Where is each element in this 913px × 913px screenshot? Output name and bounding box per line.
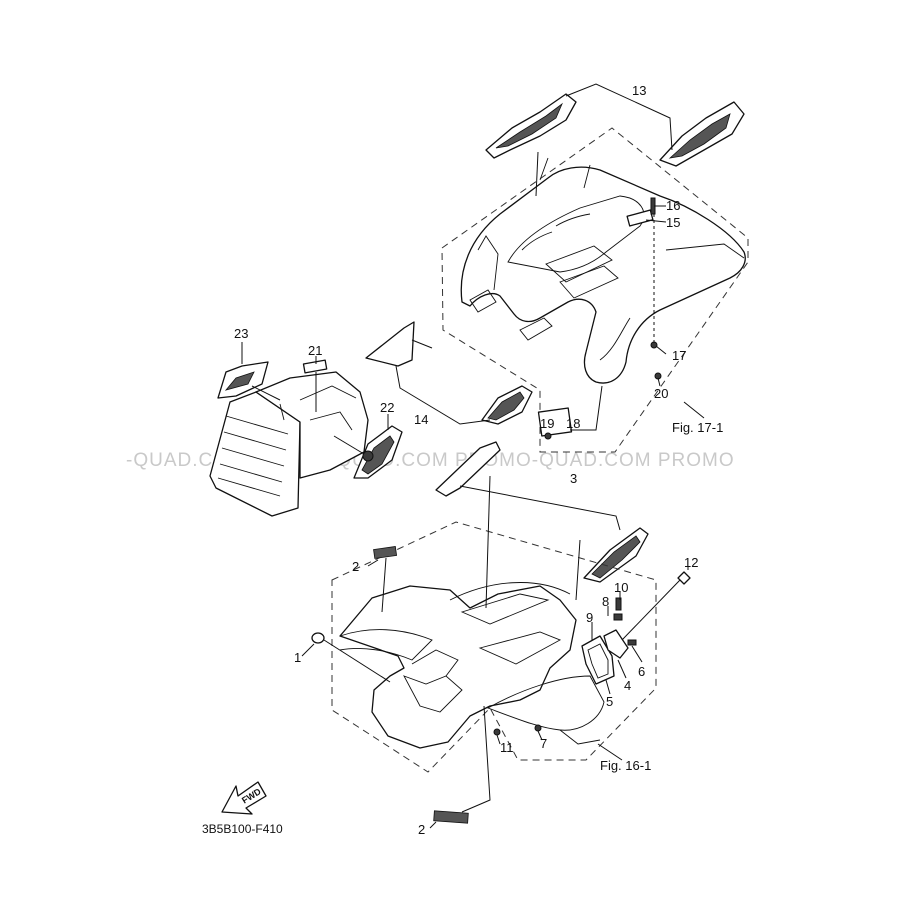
callout-21: 21 [308,343,322,358]
callout-17: 17 [672,348,686,363]
front-fender [339,582,605,749]
callout-6: 6 [638,664,645,679]
callout-9: 9 [586,610,593,625]
leader-lines [241,83,705,829]
decal-13-right [659,101,745,167]
inner-fender-23 [209,371,369,517]
callout-15: 15 [666,215,680,230]
callout-2-top: 2 [352,559,359,574]
callout-23: 23 [234,326,248,341]
fig-ref-16-1: Fig. 16-1 [600,758,651,773]
callout-12: 12 [684,555,698,570]
callout-16: 16 [666,198,680,213]
callout-3: 3 [570,471,577,486]
strip-3 [435,441,649,583]
flap-14 [365,321,533,425]
plate-15 [626,209,654,227]
callout-18: 18 [566,416,580,431]
callout-1: 1 [294,650,301,665]
callout-10: 10 [614,580,628,595]
decal-22 [353,425,403,479]
callout-8: 8 [602,594,609,609]
callout-2-bottom: 2 [418,822,425,837]
front-fender-boundary [331,521,657,773]
decal-23 [217,361,269,399]
callout-20: 20 [654,386,668,401]
rear-fender-boundary [441,127,749,453]
callout-11: 11 [500,740,514,755]
callout-5: 5 [606,694,613,709]
callout-14: 14 [414,412,428,427]
fig-ref-17-1: Fig. 17-1 [672,420,723,435]
callout-4: 4 [624,678,631,693]
part-code: 3B5B100-F410 [202,822,283,836]
front-hardware [493,571,691,736]
fwd-arrow-icon: FWD [221,781,267,815]
bolt-19 [544,432,552,440]
grommet-1 [311,632,325,644]
decal-13-left [485,93,577,159]
plate-18 [537,407,573,437]
emblem-2-top [373,546,398,559]
callout-7: 7 [540,736,547,751]
callout-13: 13 [632,83,646,98]
label-21 [302,359,328,374]
callout-19: 19 [540,416,554,431]
callout-22: 22 [380,400,394,415]
emblem-2-bottom [433,810,469,824]
rear-fender [460,157,746,384]
